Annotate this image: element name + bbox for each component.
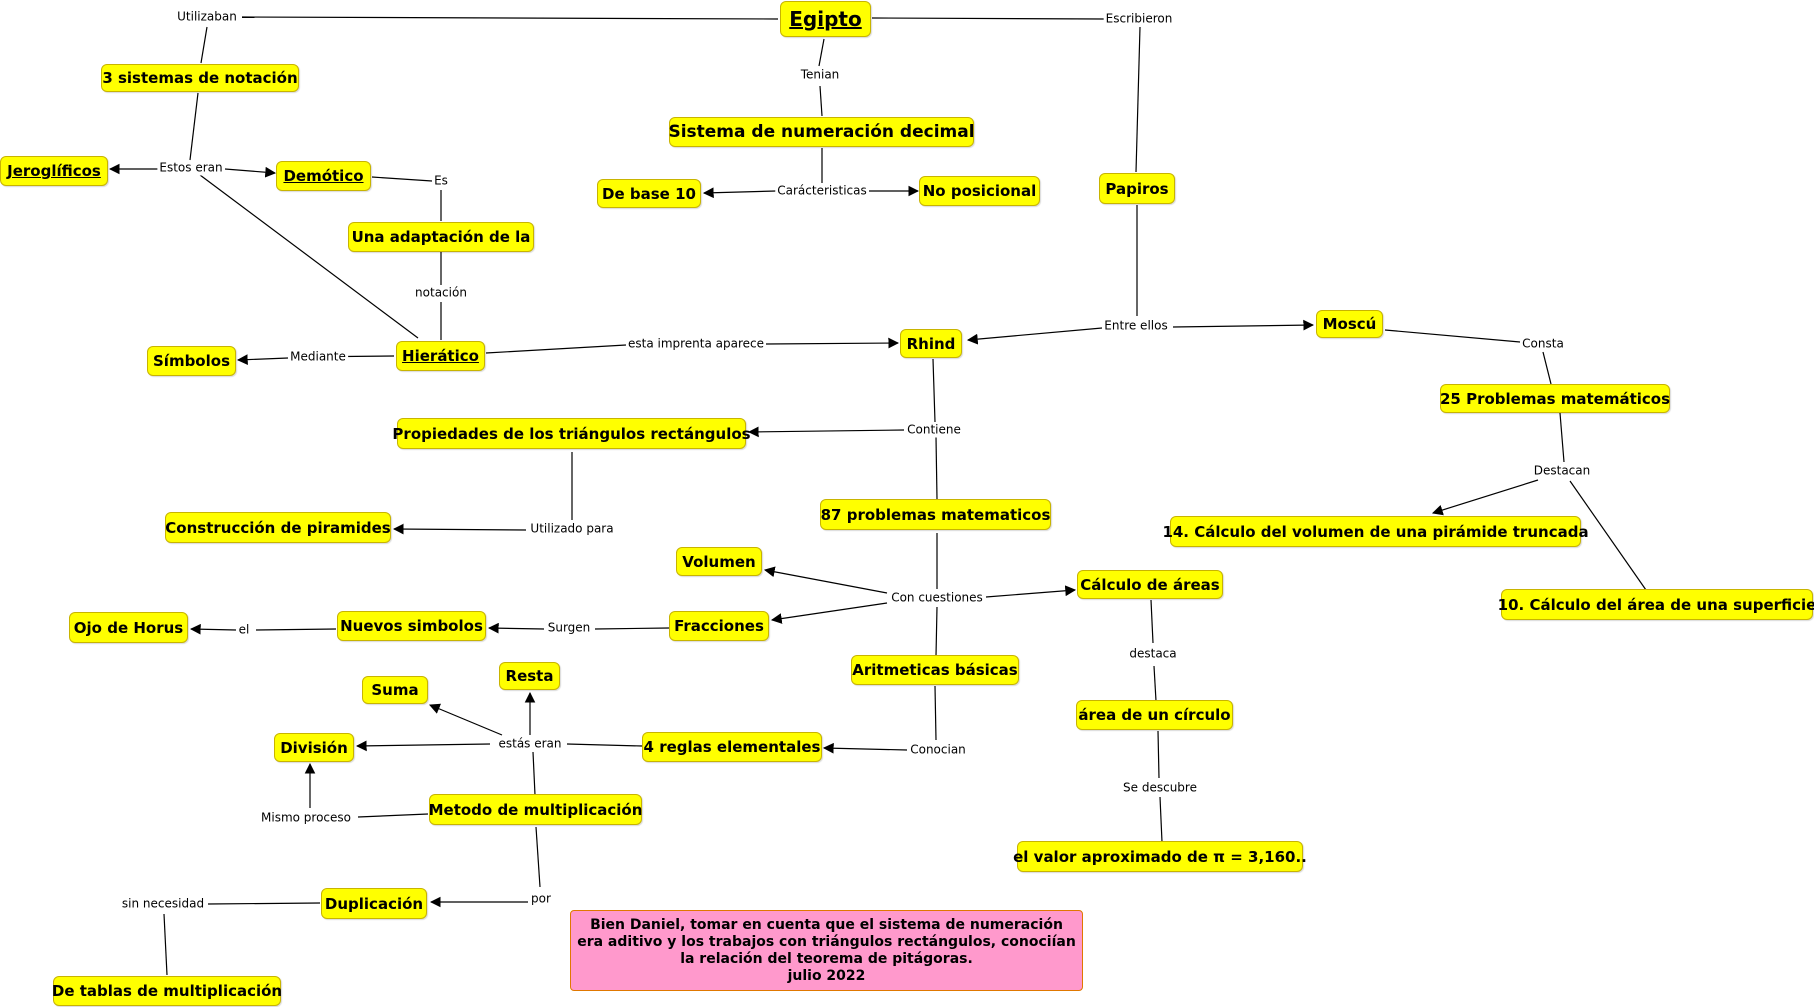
link-label-conocian: Conocian: [908, 742, 968, 758]
link-label-mismo-proceso: Mismo proceso: [259, 810, 353, 826]
link-label-surgen: Surgen: [545, 620, 593, 636]
link-label-mediante: Mediante: [288, 349, 348, 365]
node-calculo-14[interactable]: 14. Cálculo del volumen de una pirámide …: [1162, 516, 1589, 547]
note-line-4: julio 2022: [787, 967, 866, 984]
node-jeroglificos[interactable]: Jeroglíficos: [0, 156, 108, 186]
node-4-reglas[interactable]: 4 reglas elementales: [642, 732, 822, 762]
link-label-caracteristicas: Carácteristicas: [775, 183, 869, 199]
node-base-10[interactable]: De base 10: [597, 179, 701, 208]
node-volumen[interactable]: Volumen: [676, 547, 762, 576]
node-adaptacion[interactable]: Una adaptación de la: [348, 222, 534, 252]
link-label-escribieron: Escribieron: [1103, 11, 1175, 27]
link-label-utilizado-para: Utilizado para: [528, 521, 616, 537]
node-papiros[interactable]: Papiros: [1099, 173, 1175, 204]
node-suma[interactable]: Suma: [362, 676, 428, 704]
link-label-consta: Consta: [1520, 336, 1566, 352]
node-moscu[interactable]: Moscú: [1316, 310, 1383, 338]
node-no-posicional[interactable]: No posicional: [919, 176, 1040, 206]
link-label-imprenta: esta imprenta aparece: [625, 336, 767, 352]
node-ojo-horus[interactable]: Ojo de Horus: [69, 612, 188, 643]
link-label-entre-ellos: Entre ellos: [1102, 318, 1170, 334]
node-simbolos[interactable]: Símbolos: [147, 346, 236, 376]
node-rhind[interactable]: Rhind: [900, 329, 962, 358]
node-87-problemas[interactable]: 87 problemas matematicos: [820, 499, 1051, 530]
link-label-se-descubre: Se descubre: [1121, 780, 1199, 796]
link-label-destacan: Destacan: [1531, 463, 1593, 479]
node-calculo-10[interactable]: 10. Cálculo del área de una superficie: [1498, 589, 1814, 620]
node-calculo-areas[interactable]: Cálculo de áreas: [1077, 570, 1223, 599]
node-demotico[interactable]: Demótico: [276, 161, 371, 191]
node-construccion-piramides[interactable]: Construcción de piramides: [165, 512, 391, 543]
link-label-estos-eran: Estos eran: [157, 160, 225, 176]
link-label-por: por: [529, 891, 553, 907]
node-valor-pi[interactable]: el valor aproximado de π = 3,160..: [1013, 841, 1307, 872]
teacher-note: Bien Daniel, tomar en cuenta que el sist…: [570, 910, 1083, 991]
link-label-el: el: [236, 622, 252, 638]
node-egipto[interactable]: Egipto: [780, 1, 871, 37]
node-nuevos-simbolos[interactable]: Nuevos simbolos: [337, 611, 486, 641]
link-label-estas-eran: estás eran: [496, 736, 564, 752]
link-label-utilizaban: Utilizaban: [175, 9, 239, 25]
node-duplicacion[interactable]: Duplicación: [321, 888, 427, 919]
note-line-3: la relación del teorema de pitágoras.: [680, 950, 973, 967]
link-label-tenian: Tenian: [798, 67, 842, 83]
link-label-con-cuestiones: Con cuestiones: [889, 590, 985, 606]
node-aritmeticas-basicas[interactable]: Aritmeticas básicas: [851, 655, 1019, 685]
note-line-2: era aditivo y los trabajos con triángulo…: [577, 933, 1076, 950]
node-sistema-decimal[interactable]: Sistema de numeración decimal: [668, 117, 975, 147]
link-label-contiene: Contiene: [905, 422, 963, 438]
node-hieratico[interactable]: Hierático: [396, 341, 485, 371]
node-area-circulo[interactable]: área de un círculo: [1076, 700, 1233, 730]
node-fracciones[interactable]: Fracciones: [669, 611, 769, 641]
link-label-es: Es: [432, 173, 450, 189]
link-label-sin-necesidad: sin necesidad: [119, 896, 207, 912]
node-3-sistemas[interactable]: 3 sistemas de notación: [101, 64, 299, 92]
node-division[interactable]: División: [274, 733, 354, 762]
node-resta[interactable]: Resta: [499, 662, 560, 690]
link-label-notacion: notación: [413, 285, 469, 301]
link-label-destaca: destaca: [1127, 646, 1179, 662]
node-tablas-multiplicacion[interactable]: De tablas de multiplicación: [52, 976, 282, 1006]
node-25-problemas[interactable]: 25 Problemas matemáticos: [1440, 384, 1670, 413]
note-line-1: Bien Daniel, tomar en cuenta que el sist…: [590, 916, 1063, 933]
node-propiedades-triangulos[interactable]: Propiedades de los triángulos rectángulo…: [392, 418, 751, 449]
node-metodo-multiplicacion[interactable]: Metodo de multiplicación: [429, 794, 642, 825]
